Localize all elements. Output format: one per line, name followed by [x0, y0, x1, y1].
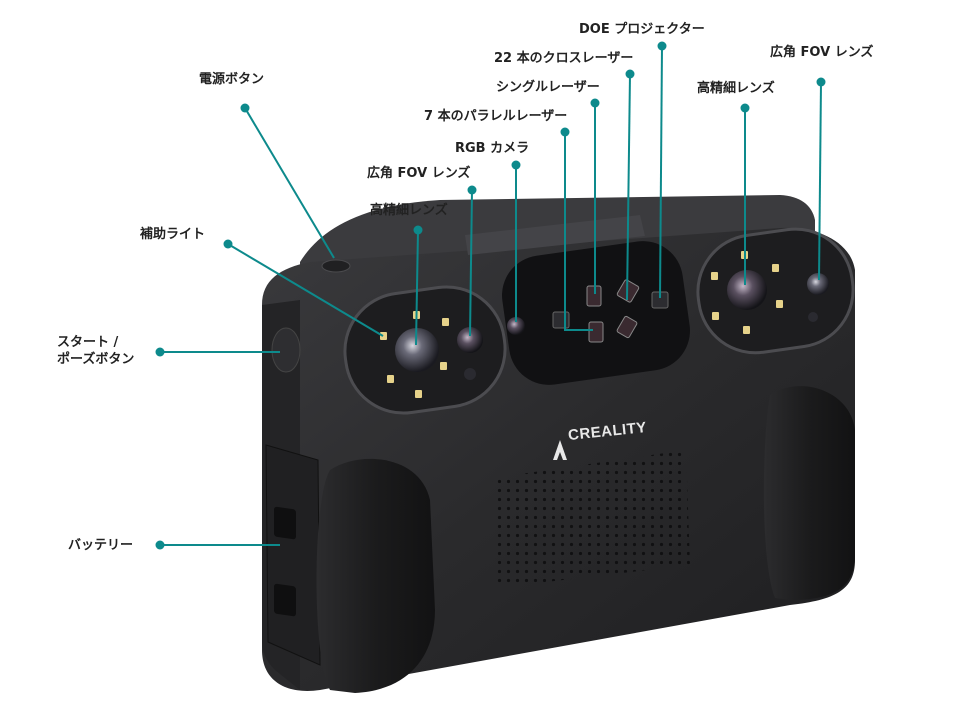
- creality-logo-icon: [553, 440, 567, 460]
- label-hd-lens-left: 高精細レンズ: [370, 203, 448, 218]
- label-aux-light: 補助ライト: [140, 227, 206, 242]
- callout-lines: [155, 41, 826, 550]
- wide-fov-lens-left: [457, 327, 483, 353]
- label-parallel-lasers: 7 本のパラレルレーザー: [424, 109, 568, 124]
- label-cross-lasers: 22 本のクロスレーザー: [494, 51, 634, 66]
- label-rgb-camera: RGB カメラ: [455, 141, 530, 156]
- right-lens-module: [696, 227, 855, 355]
- hd-lens-left: [395, 328, 439, 372]
- label-battery: バッテリー: [68, 538, 134, 553]
- rgb-camera: [507, 317, 525, 335]
- label-power-button: 電源ボタン: [199, 72, 265, 87]
- label-wide-fov-left: 広角 FOV レンズ: [367, 166, 471, 181]
- center-laser-module: [502, 241, 690, 385]
- label-single-laser: シングルレーザー: [496, 80, 600, 95]
- label-doe-projector: DOE プロジェクター: [579, 22, 705, 37]
- label-start-pause-button: スタート / ポーズボタン: [57, 335, 135, 367]
- label-wide-fov-right: 広角 FOV レンズ: [770, 45, 874, 60]
- label-hd-lens-right: 高精細レンズ: [697, 81, 775, 96]
- hd-lens-right: [727, 270, 767, 310]
- wide-fov-lens-right: [807, 273, 829, 295]
